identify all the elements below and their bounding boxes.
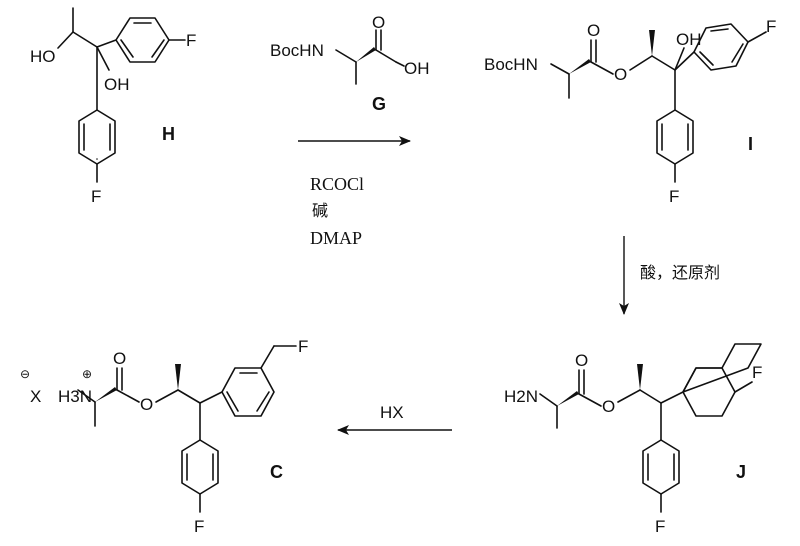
compound-i: BocHN O O OH F F I bbox=[484, 17, 776, 206]
step1-reagent-3: DMAP bbox=[310, 228, 362, 248]
compound-h-ho: HO bbox=[30, 47, 56, 66]
compound-i-f-lower: F bbox=[669, 187, 679, 206]
compound-g: BocHN O OH G bbox=[270, 13, 430, 114]
compound-g-o: O bbox=[372, 13, 385, 32]
step1-reagent-1: RCOCl bbox=[310, 174, 364, 194]
compound-c-f-upper: F bbox=[298, 337, 308, 356]
compound-h-f-lower: F bbox=[91, 187, 101, 206]
compound-c-label: C bbox=[270, 462, 283, 482]
compound-c-plus-charge: ⊕ bbox=[82, 367, 92, 381]
compound-i-o-ester: O bbox=[614, 65, 627, 84]
step1-reagent-2: 碱 bbox=[312, 201, 328, 220]
compound-c-counterion: X bbox=[30, 387, 41, 406]
compound-c-f-lower: F bbox=[194, 517, 204, 536]
compound-i-f-upper: F bbox=[766, 17, 776, 36]
compound-j-f-lower: F bbox=[655, 517, 665, 536]
compound-j-h2n: H2N bbox=[504, 387, 538, 406]
compound-c: X ⊖ H3N ⊕ O O F F C bbox=[20, 337, 308, 536]
compound-i-bochn: BocHN bbox=[484, 55, 538, 74]
compound-i-o-carbonyl: O bbox=[587, 21, 600, 40]
compound-i-oh: OH bbox=[676, 30, 702, 49]
step2-reagents: 酸，还原剂 bbox=[640, 263, 720, 282]
compound-g-bochn: BocHN bbox=[270, 41, 324, 60]
compound-g-label: G bbox=[372, 94, 386, 114]
compound-i-label: I bbox=[748, 134, 753, 154]
compound-h-label: H bbox=[162, 124, 175, 144]
compound-j-o-ester: O bbox=[602, 397, 615, 416]
compound-h: HO OH F F H bbox=[30, 7, 196, 206]
compound-h-f-upper: F bbox=[186, 31, 196, 50]
compound-c-o-carbonyl: O bbox=[113, 349, 126, 368]
compound-j-o-carbonyl: O bbox=[575, 351, 588, 370]
compound-j-f-upper: F bbox=[752, 363, 762, 382]
compound-c-o-ester: O bbox=[140, 395, 153, 414]
compound-g-oh: OH bbox=[404, 59, 430, 78]
step3-reagent: HX bbox=[380, 403, 404, 422]
compound-h-oh: OH bbox=[104, 75, 130, 94]
compound-c-h3n: H3N bbox=[58, 387, 92, 406]
compound-c-minus-charge: ⊖ bbox=[20, 367, 30, 381]
compound-j-label: J bbox=[736, 462, 746, 482]
compound-j: H2N O O F F J bbox=[504, 343, 762, 536]
